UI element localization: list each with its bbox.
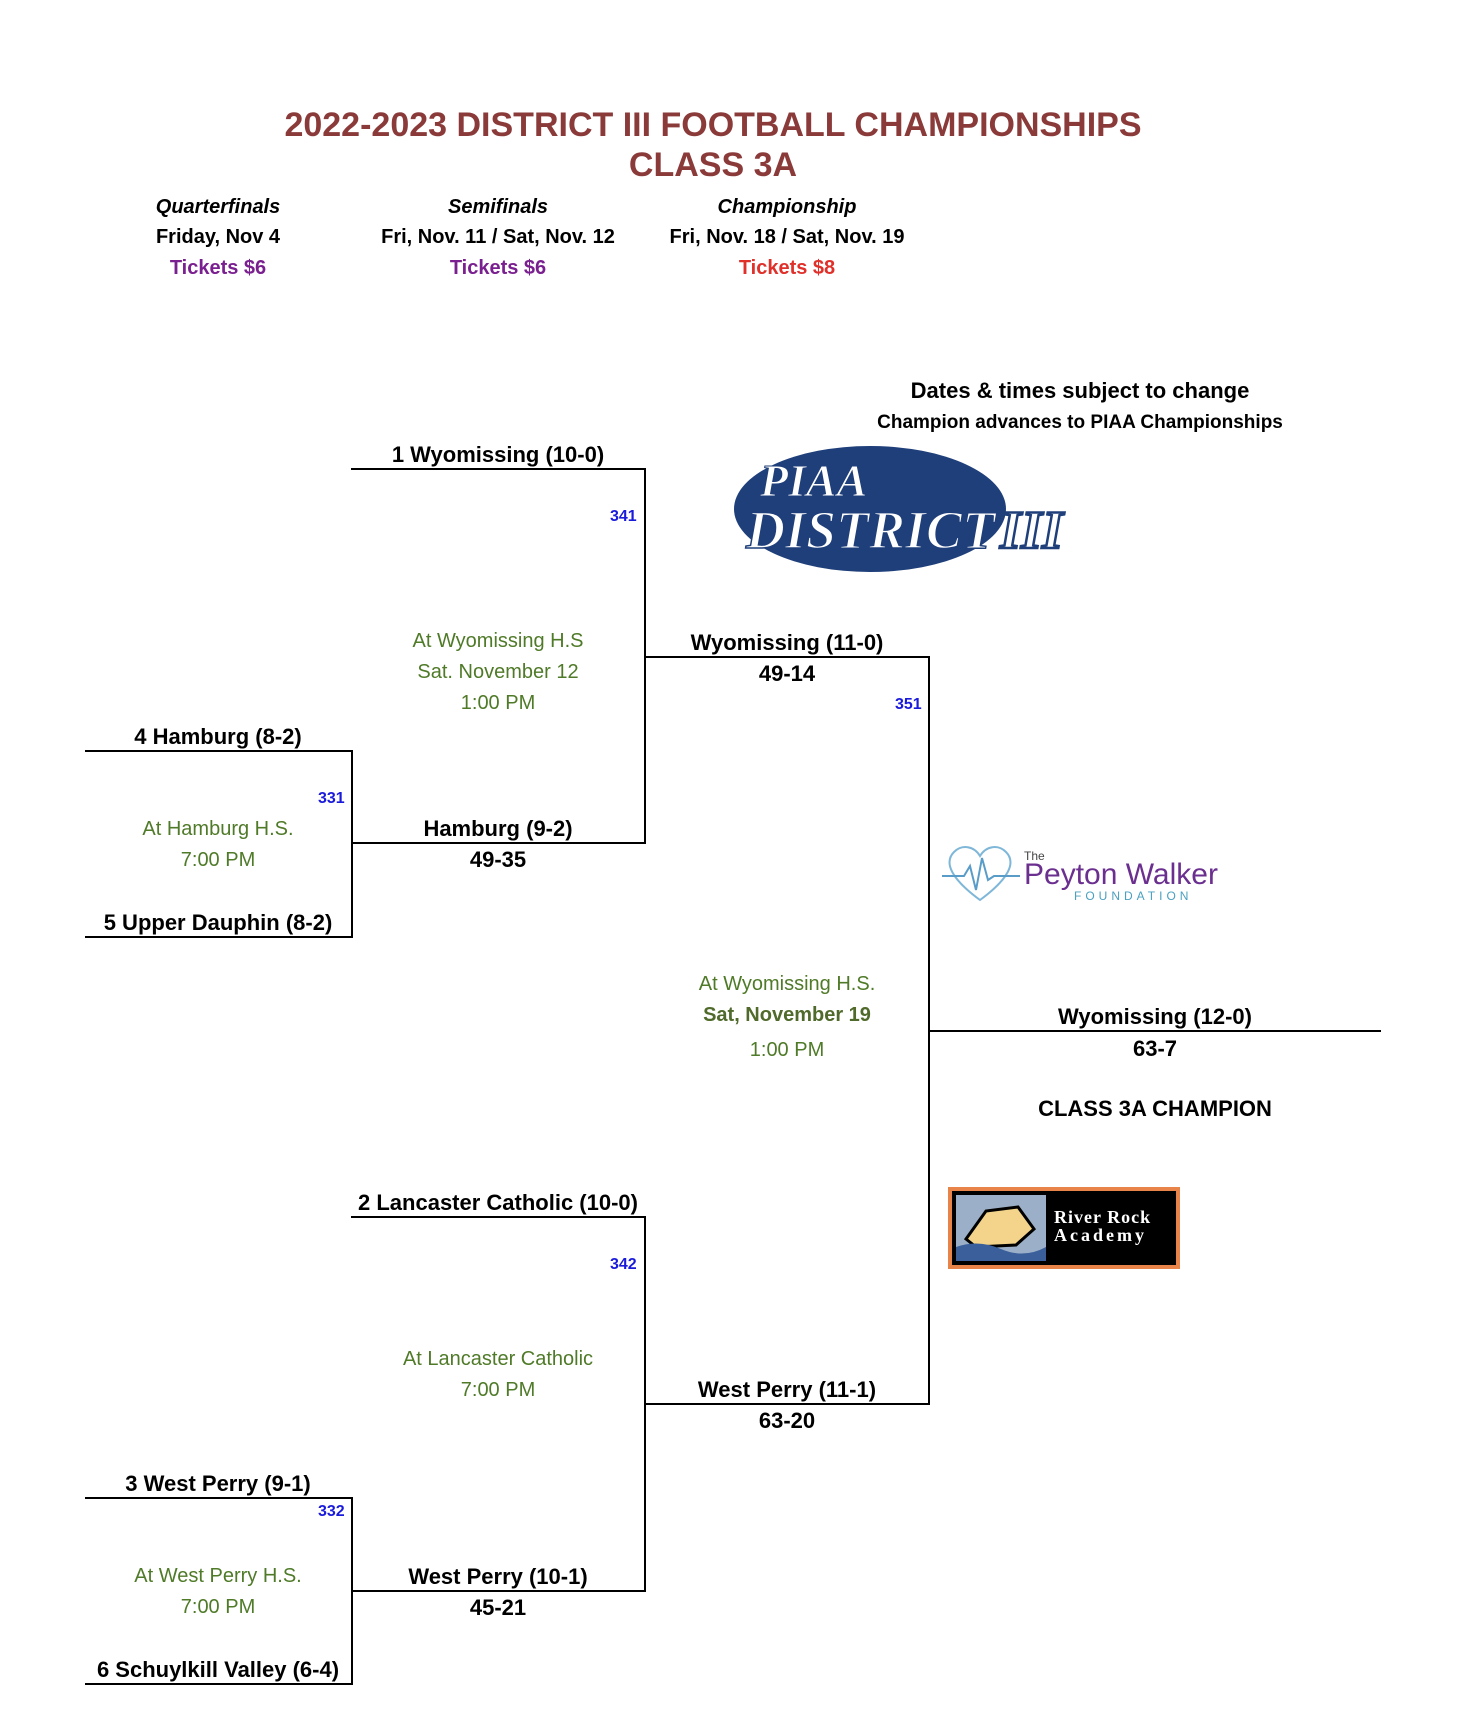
qf-bottom-venue: At West Perry H.S. (134, 1565, 302, 1587)
champion-team: Wyomissing (12-0) (1058, 1004, 1252, 1029)
peyton-the-text: The (1024, 849, 1045, 863)
qf-top-game-number: 331 (318, 790, 345, 807)
champion-score: 63-7 (1132, 1036, 1178, 1061)
qf-top-team-b: 5 Upper Dauphin (8-2) (103, 910, 333, 935)
sf-bottom-venue: At Lancaster Catholic (402, 1348, 594, 1370)
final-time: 1:00 PM (749, 1039, 825, 1061)
sf-bottom-line-b (351, 1590, 646, 1592)
qf-bottom-game-number: 332 (318, 1503, 345, 1520)
schedule-note: Dates & times subject to change (910, 378, 1250, 403)
final-date: Sat, November 19 (703, 1004, 871, 1026)
sf-bottom-qf-score: 45-21 (469, 1595, 527, 1620)
round-date-semifinals: Fri, Nov. 11 / Sat, Nov. 12 (381, 226, 615, 248)
sf-top-qf-winner: Hamburg (9-2) (423, 816, 573, 841)
heart-icon (948, 846, 1012, 902)
final-top-team: Wyomissing (11-0) (690, 630, 884, 655)
qf-bottom-line-a (85, 1497, 353, 1499)
qf-top-line-a (85, 750, 353, 752)
sf-top-date: Sat. November 12 (417, 661, 579, 683)
sf-top-game-number: 341 (610, 508, 637, 525)
sf-top-time: 1:00 PM (460, 692, 536, 714)
round-date-championship: Fri, Nov. 18 / Sat, Nov. 19 (669, 226, 905, 248)
final-line-b (644, 1403, 930, 1405)
piaa-district-logo: PIAA DISTRICT III (732, 444, 1082, 574)
sf-top-venue: At Wyomissing H.S (412, 630, 584, 652)
qf-bottom-team-a: 3 West Perry (9-1) (125, 1471, 311, 1496)
qf-bottom-line-b (85, 1683, 353, 1685)
round-name-quarterfinals: Quarterfinals (155, 196, 281, 218)
sf-bottom-bye-team: 2 Lancaster Catholic (10-0) (358, 1190, 638, 1215)
final-bottom-score: 63-20 (758, 1408, 816, 1433)
sf-top-line-a (351, 468, 646, 470)
final-bottom-team: West Perry (11-1) (697, 1377, 877, 1402)
final-line-a (644, 656, 930, 658)
sf-top-line-b (351, 842, 646, 844)
round-name-semifinals: Semifinals (447, 196, 549, 218)
qf-top-connector (351, 750, 353, 938)
piaa-logo-text: PIAA (759, 455, 867, 506)
rock-icon (956, 1195, 1046, 1261)
sf-bottom-line-a (351, 1216, 646, 1218)
peyton-name-text: Peyton Walker (1024, 858, 1218, 891)
heartbeat-icon (942, 857, 1020, 891)
roman-three-logo-text: III (999, 500, 1065, 560)
peyton-foundation-text: FOUNDATION (1074, 889, 1192, 903)
class-title: CLASS 3A (628, 146, 798, 184)
sf-top-qf-score: 49-35 (469, 847, 527, 872)
qf-top-line-b (85, 936, 353, 938)
qf-top-time: 7:00 PM (180, 849, 256, 871)
sf-bottom-time: 7:00 PM (460, 1379, 536, 1401)
advance-note: Champion advances to PIAA Championships (877, 412, 1283, 433)
page-title: 2022-2023 DISTRICT III FOOTBALL CHAMPION… (284, 106, 1142, 144)
qf-bottom-time: 7:00 PM (180, 1596, 256, 1618)
sf-bottom-qf-winner: West Perry (10-1) (408, 1564, 588, 1589)
qf-bottom-team-b: 6 Schuylkill Valley (6-4) (96, 1657, 340, 1682)
district-logo-text: DISTRICT (745, 500, 997, 560)
river-rock-line2: Academy (1054, 1225, 1147, 1245)
peyton-walker-logo: The Peyton Walker FOUNDATION (940, 838, 1240, 908)
round-date-quarterfinals: Friday, Nov 4 (155, 226, 281, 248)
sf-top-bye-team: 1 Wyomissing (10-0) (391, 442, 605, 467)
final-top-score: 49-14 (758, 661, 816, 686)
river-rock-logo: River Rock Academy (948, 1187, 1180, 1269)
champion-label: CLASS 3A CHAMPION (1038, 1096, 1272, 1121)
final-venue: At Wyomissing H.S. (698, 973, 876, 995)
champion-line (928, 1030, 1381, 1032)
tickets-quarterfinals: Tickets $6 (169, 257, 267, 279)
river-rock-line1: River Rock (1054, 1207, 1152, 1227)
qf-top-venue: At Hamburg H.S. (142, 818, 294, 840)
final-game-number: 351 (895, 696, 922, 713)
tickets-championship: Tickets $8 (738, 257, 836, 279)
qf-top-team-a: 4 Hamburg (8-2) (134, 724, 302, 749)
tickets-semifinals: Tickets $6 (449, 257, 547, 279)
sf-bottom-game-number: 342 (610, 1256, 637, 1273)
round-name-championship: Championship (717, 196, 857, 218)
